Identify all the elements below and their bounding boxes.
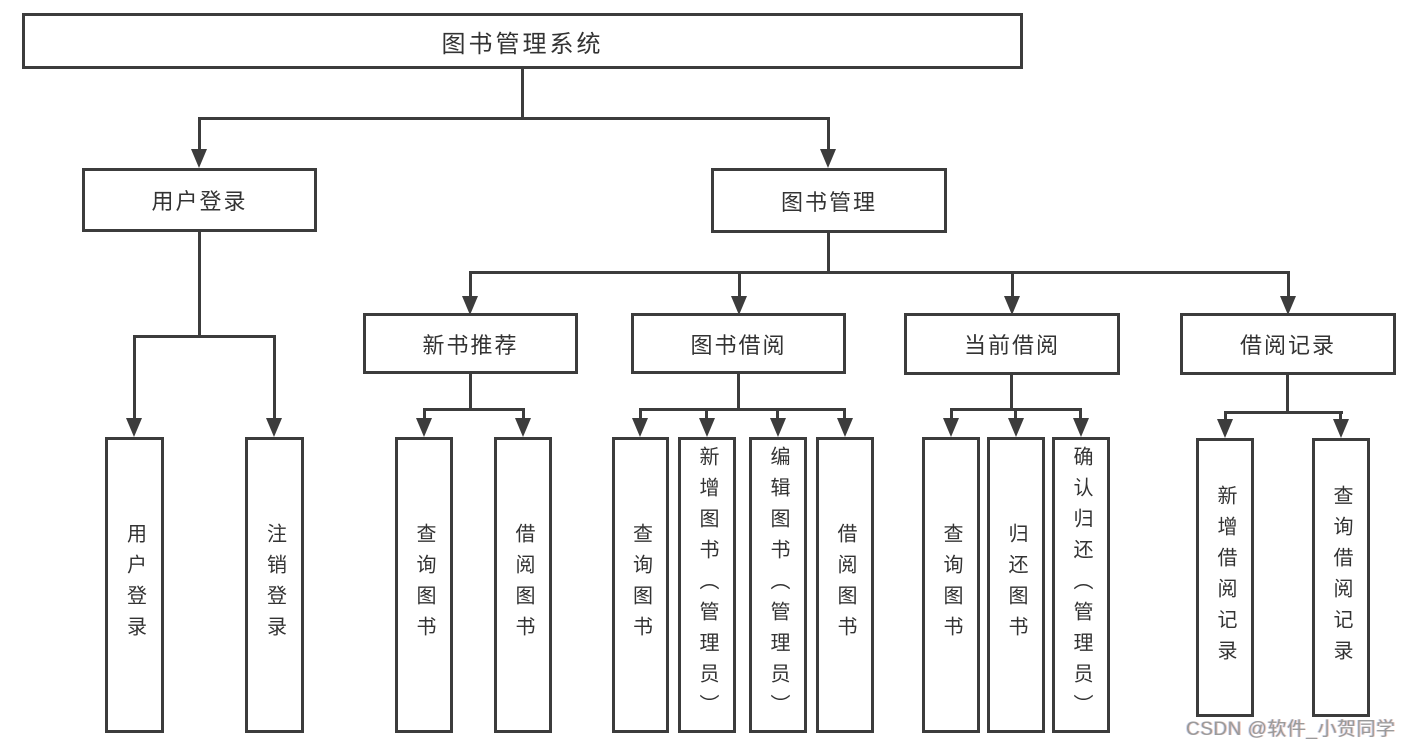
arrowhead-icon: [820, 149, 836, 168]
arrowhead-icon: [416, 418, 432, 437]
edge-branch: [423, 408, 426, 418]
edge-branch: [843, 408, 846, 418]
leaf-label: 确认归还（管理员）: [1070, 445, 1092, 725]
arrowhead-icon: [126, 418, 142, 437]
edge-bar: [198, 117, 830, 120]
edge-stem: [521, 69, 524, 117]
arrowhead-icon: [770, 418, 786, 437]
edge-branch: [950, 408, 953, 418]
node-book-borrowing: 图书借阅: [631, 313, 846, 374]
arrowhead-icon: [1004, 296, 1020, 315]
arrowhead-icon: [266, 418, 282, 437]
edge-stem: [1010, 374, 1013, 408]
node-return-books: 归还图书: [987, 437, 1045, 733]
node-current-borrowing: 当前借阅: [904, 313, 1120, 375]
edge-branch: [133, 335, 136, 418]
csdn-watermark: CSDN @软件_小贺同学: [1186, 719, 1396, 740]
edge-branch: [639, 408, 642, 418]
leaf-label: 新增图书（管理员）: [696, 445, 718, 725]
node-book-management: 图书管理: [711, 168, 947, 233]
leaf-label: 编辑图书（管理员）: [767, 445, 789, 725]
arrowhead-icon: [632, 418, 648, 437]
edge-branch: [1079, 408, 1082, 418]
edge-branch: [1011, 271, 1014, 296]
node-confirm-return-admin: 确认归还（管理员）: [1052, 437, 1110, 733]
node-query-books-borrow: 查询图书: [612, 437, 669, 733]
edge-bar: [133, 335, 276, 338]
edge-branch: [1014, 408, 1017, 418]
edge-branch: [522, 408, 525, 418]
edge-stem: [1286, 374, 1289, 411]
edge-stem: [469, 374, 472, 408]
edge-branch: [273, 335, 276, 418]
node-borrow-books-borrow: 借阅图书: [816, 437, 874, 733]
edge-bar: [423, 408, 525, 411]
node-library-system: 图书管理系统: [22, 13, 1023, 69]
arrowhead-icon: [731, 296, 747, 315]
edge-branch: [1339, 411, 1342, 419]
leaf-label: 借阅图书: [834, 523, 856, 647]
leaf-label: 用户登录: [123, 523, 146, 647]
node-borrowing-records: 借阅记录: [1180, 313, 1396, 375]
arrowhead-icon: [837, 418, 853, 437]
node-borrow-books-recommend: 借阅图书: [494, 437, 552, 733]
node-user-login: 用户登录: [82, 168, 317, 232]
leaf-label: 查询借阅记录: [1330, 484, 1352, 671]
arrowhead-icon: [462, 296, 478, 315]
arrowhead-icon: [1280, 296, 1296, 315]
edge-stem: [827, 233, 830, 271]
edge-branch: [738, 271, 741, 296]
node-add-book-admin: 新增图书（管理员）: [678, 437, 736, 733]
arrowhead-icon: [1073, 418, 1089, 437]
leaf-label: 新增借阅记录: [1214, 484, 1236, 671]
arrowhead-icon: [943, 418, 959, 437]
leaf-label: 归还图书: [1005, 523, 1027, 647]
node-edit-book-admin: 编辑图书（管理员）: [749, 437, 807, 733]
arrowhead-icon: [515, 418, 531, 437]
node-logout: 注销登录: [245, 437, 304, 733]
node-user-login-leaf: 用户登录: [105, 437, 164, 733]
arrowhead-icon: [1008, 418, 1024, 437]
leaf-label: 查询图书: [629, 523, 652, 647]
leaf-label: 查询图书: [413, 523, 435, 647]
edge-branch: [469, 271, 472, 296]
edge-stem: [198, 232, 201, 335]
node-new-book-recommendation: 新书推荐: [363, 313, 578, 374]
edge-branch: [827, 117, 830, 149]
edge-branch: [198, 117, 201, 149]
node-add-borrow-record: 新增借阅记录: [1196, 438, 1254, 717]
leaf-label: 注销登录: [263, 523, 286, 647]
edge-bar: [1224, 411, 1343, 414]
edge-bar: [639, 408, 846, 411]
edge-branch: [1224, 411, 1227, 419]
edge-stem: [737, 374, 740, 408]
arrowhead-icon: [191, 149, 207, 168]
arrowhead-icon: [1217, 419, 1233, 438]
edge-branch: [776, 408, 779, 418]
edge-bar: [469, 271, 1290, 274]
node-query-books-current: 查询图书: [922, 437, 980, 733]
leaf-label: 查询图书: [940, 523, 962, 647]
node-query-books-recommend: 查询图书: [395, 437, 453, 733]
leaf-label: 借阅图书: [512, 523, 534, 647]
edge-branch: [705, 408, 708, 418]
arrowhead-icon: [1333, 419, 1349, 438]
edge-branch: [1287, 271, 1290, 296]
arrowhead-icon: [699, 418, 715, 437]
node-query-borrow-record: 查询借阅记录: [1312, 438, 1370, 717]
